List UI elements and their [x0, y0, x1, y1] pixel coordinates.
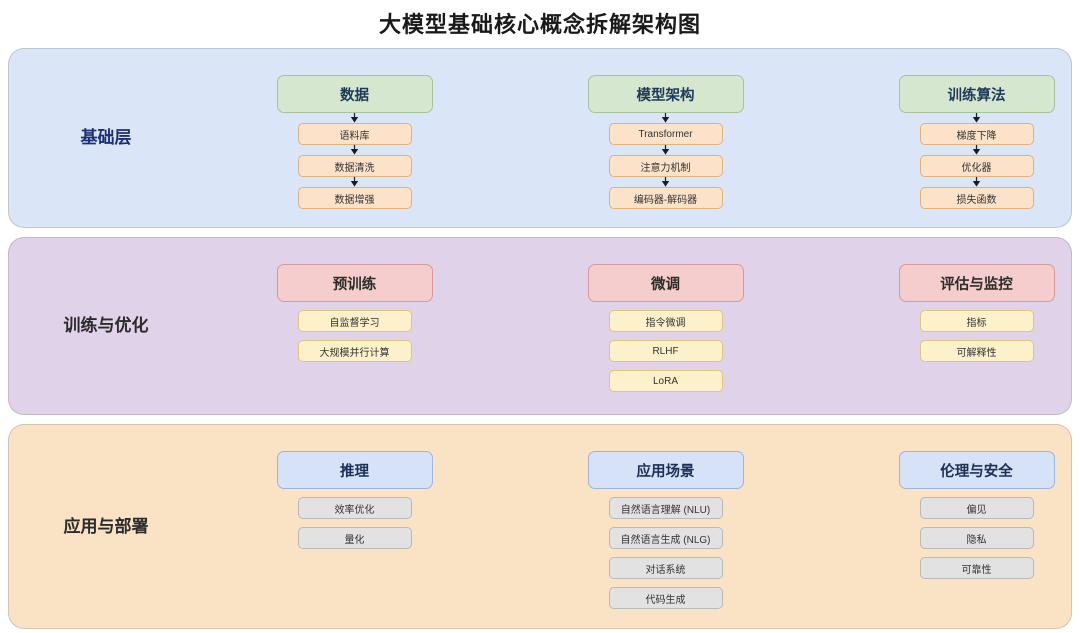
- arrow-down-icon: [661, 177, 671, 187]
- sub-item[interactable]: 效率优化: [297, 497, 412, 520]
- layer-label: 基础层: [80, 128, 132, 148]
- sub-item[interactable]: 代码生成: [608, 587, 723, 610]
- layer-panel-1: 基础层 数据语料库数据清洗数据增强 模型架构 Transformer 注意力机制编码器-…: [8, 48, 1072, 229]
- column-header[interactable]: 伦理与安全: [898, 451, 1055, 490]
- column-header[interactable]: 预训练: [276, 264, 433, 303]
- column: 微调指令微调 RLHF LoRA: [510, 264, 821, 393]
- column-group: 推理效率优化量化 应用场景自然语言理解 (NLU) 自然语言生成 (NLG) 对话系统…: [199, 425, 1080, 628]
- column: 训练算法梯度下降优化器损失函数: [821, 75, 1080, 210]
- column: 预训练自监督学习大规模并行计算: [199, 264, 510, 363]
- arrow-down-icon: [972, 113, 982, 123]
- column-group: 数据语料库数据清洗数据增强 模型架构 Transformer 注意力机制编码器-解码器…: [199, 49, 1080, 227]
- sub-item[interactable]: 损失函数: [919, 187, 1034, 210]
- column: 模型架构 Transformer 注意力机制编码器-解码器: [510, 75, 821, 210]
- sub-item-list: 自然语言理解 (NLU) 自然语言生成 (NLG) 对话系统代码生成: [608, 489, 723, 610]
- column: 评估与监控指标可解释性: [821, 264, 1080, 363]
- arrow-down-icon: [661, 113, 671, 123]
- sub-item-list: 指标可解释性: [919, 302, 1034, 363]
- sub-item[interactable]: LoRA: [608, 370, 723, 393]
- sub-item[interactable]: 可靠性: [919, 557, 1034, 580]
- arrow-down-icon: [972, 177, 982, 187]
- sub-item[interactable]: 量化: [297, 527, 412, 550]
- sub-item-list: Transformer 注意力机制编码器-解码器: [608, 113, 723, 210]
- sub-item[interactable]: 指令微调: [608, 310, 723, 333]
- arrow-down-icon: [350, 145, 360, 155]
- layer-label: 应用与部署: [63, 516, 149, 536]
- sub-item[interactable]: 对话系统: [608, 557, 723, 580]
- sub-item[interactable]: 梯度下降: [919, 123, 1034, 146]
- sub-item-list: 梯度下降优化器损失函数: [919, 113, 1034, 210]
- sub-item[interactable]: 大规模并行计算: [297, 340, 412, 363]
- column-group: 预训练自监督学习大规模并行计算 微调指令微调 RLHF LoRA 评估与监控指标可解释性: [199, 238, 1080, 414]
- column: 应用场景自然语言理解 (NLU) 自然语言生成 (NLG) 对话系统代码生成: [510, 451, 821, 610]
- sub-item[interactable]: 隐私: [919, 527, 1034, 550]
- sub-item-list: 自监督学习大规模并行计算: [297, 302, 412, 363]
- sub-item[interactable]: 注意力机制: [608, 155, 723, 178]
- layer-label: 训练与优化: [63, 316, 149, 336]
- column: 推理效率优化量化: [199, 451, 510, 550]
- sub-item[interactable]: 可解释性: [919, 340, 1034, 363]
- arrow-down-icon: [350, 177, 360, 187]
- sub-item[interactable]: RLHF: [608, 340, 723, 363]
- sub-item[interactable]: 语料库: [297, 123, 412, 146]
- layer-panel-2: 训练与优化 预训练自监督学习大规模并行计算 微调指令微调 RLHF LoRA 评估与监控指…: [8, 237, 1072, 416]
- arrow-down-icon: [661, 145, 671, 155]
- sub-item-list: 偏见隐私可靠性: [919, 489, 1034, 580]
- layer-stack: 基础层 数据语料库数据清洗数据增强 模型架构 Transformer 注意力机制编码器-…: [0, 48, 1080, 630]
- column-header[interactable]: 微调: [587, 264, 744, 303]
- column-header[interactable]: 评估与监控: [898, 264, 1055, 303]
- page-title: 大模型基础核心概念拆解架构图: [378, 12, 701, 37]
- sub-item[interactable]: 自然语言理解 (NLU): [608, 497, 723, 520]
- column-header[interactable]: 数据: [276, 75, 433, 114]
- column-header[interactable]: 模型架构: [587, 75, 744, 114]
- sub-item[interactable]: 优化器: [919, 155, 1034, 178]
- column-header[interactable]: 推理: [276, 451, 433, 490]
- sub-item[interactable]: 数据增强: [297, 187, 412, 210]
- sub-item[interactable]: 数据清洗: [297, 155, 412, 178]
- sub-item-list: 语料库数据清洗数据增强: [297, 113, 412, 210]
- column: 伦理与安全偏见隐私可靠性: [821, 451, 1080, 580]
- arrow-down-icon: [972, 145, 982, 155]
- sub-item[interactable]: 偏见: [919, 497, 1034, 520]
- sub-item-list: 指令微调 RLHF LoRA: [608, 302, 723, 393]
- sub-item[interactable]: 指标: [919, 310, 1034, 333]
- sub-item[interactable]: 自然语言生成 (NLG): [608, 527, 723, 550]
- layer-panel-3: 应用与部署 推理效率优化量化 应用场景自然语言理解 (NLU) 自然语言生成 (NLG…: [8, 424, 1072, 630]
- sub-item[interactable]: 编码器-解码器: [608, 187, 723, 210]
- arrow-down-icon: [350, 113, 360, 123]
- sub-item[interactable]: 自监督学习: [297, 310, 412, 333]
- sub-item-list: 效率优化量化: [297, 489, 412, 550]
- column: 数据语料库数据清洗数据增强: [199, 75, 510, 210]
- column-header[interactable]: 训练算法: [898, 75, 1055, 114]
- sub-item[interactable]: Transformer: [608, 123, 723, 146]
- column-header[interactable]: 应用场景: [587, 451, 744, 490]
